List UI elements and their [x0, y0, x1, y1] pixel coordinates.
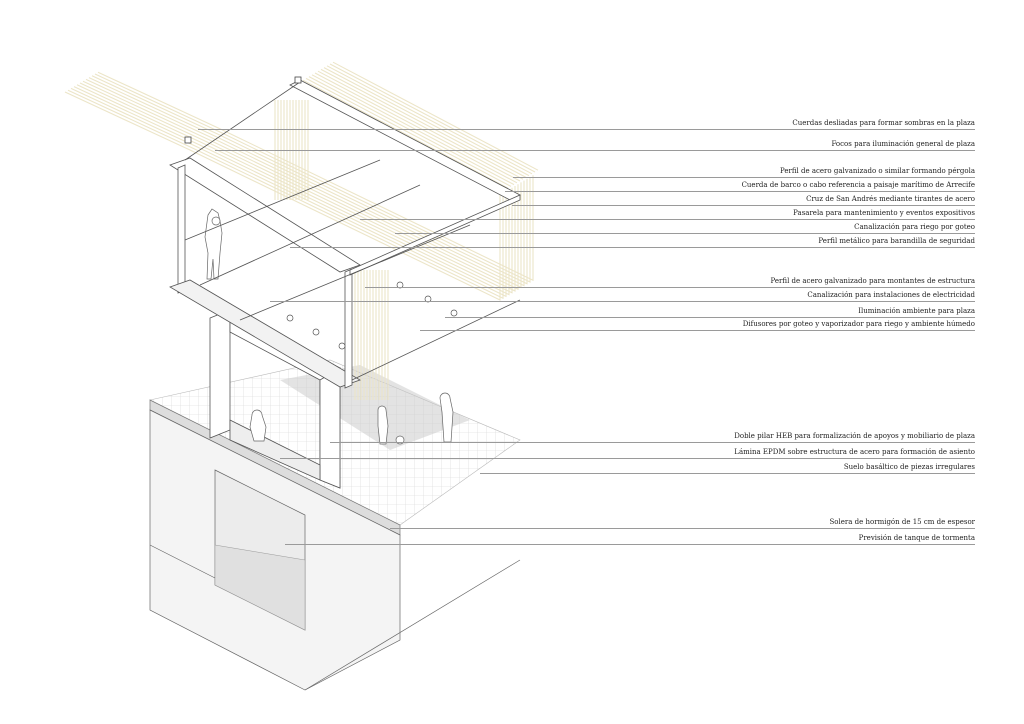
cord: [91, 65, 533, 285]
label-perfil-pergola: Perfil de acero galvanizado o similar fo…: [513, 167, 975, 178]
cord: [94, 63, 536, 283]
label-text: Difusores por goteo y vaporizador para r…: [742, 320, 975, 328]
label-text: Canalización para riego por goteo: [854, 223, 975, 231]
cord: [97, 61, 539, 282]
label-text: Iluminación ambiente para plaza: [858, 307, 975, 315]
label-lamina-epdm: Lámina EPDM sobre estructura de acero pa…: [280, 448, 975, 459]
label-suelo-basaltico: Suelo basáltico de piezas irregulares: [480, 463, 975, 474]
label-cruz-san-andres: Cruz de San Andrés mediante tirantes de …: [512, 195, 975, 206]
focos-icon: [184, 76, 302, 144]
label-barandilla: Perfil metálico para barandilla de segur…: [290, 237, 975, 248]
label-tanque-tormenta: Previsión de tanque de tormenta: [285, 534, 975, 545]
label-pasarela: Pasarela para mantenimiento y eventos ex…: [360, 209, 975, 220]
label-text: Doble pilar HEB para formalización de ap…: [734, 432, 975, 440]
label-text: Lámina EPDM sobre estructura de acero pa…: [734, 448, 975, 456]
label-cuerda-barco: Cuerda de barco o cabo referencia a pais…: [505, 181, 975, 192]
label-text: Focos para iluminación general de plaza: [831, 140, 975, 148]
label-text: Pasarela para mantenimiento y eventos ex…: [793, 209, 975, 217]
label-text: Cuerdas desliadas para formar sombras en…: [792, 119, 975, 127]
label-text: Solera de hormigón de 15 cm de espesor: [829, 518, 975, 526]
label-text: Perfil metálico para barandilla de segur…: [818, 237, 975, 245]
label-difusores: Difusores por goteo y vaporizador para r…: [420, 320, 975, 331]
label-montantes: Perfil de acero galvanizado para montant…: [365, 277, 975, 288]
ambient-lights: [286, 281, 458, 350]
label-cuerdas: Cuerdas desliadas para formar sombras en…: [198, 119, 975, 130]
label-riego: Canalización para riego por goteo: [395, 223, 975, 234]
label-text: Cruz de San Andrés mediante tirantes de …: [806, 195, 975, 203]
label-iluminacion-ambiente: Iluminación ambiente para plaza: [445, 307, 975, 318]
label-doble-pilar: Doble pilar HEB para formalización de ap…: [330, 432, 975, 443]
label-text: Suelo basáltico de piezas irregulares: [843, 463, 975, 471]
label-text: Cuerda de barco o cabo referencia a pais…: [741, 181, 975, 189]
label-text: Canalización para instalaciones de elect…: [807, 291, 975, 299]
label-focos: Focos para iluminación general de plaza: [215, 140, 975, 151]
label-text: Previsión de tanque de tormenta: [858, 534, 975, 542]
label-text: Perfil de acero galvanizado para montant…: [770, 277, 975, 285]
label-text: Perfil de acero galvanizado o similar fo…: [779, 167, 975, 175]
pergola-frame: [169, 79, 521, 389]
label-electricidad: Canalización para instalaciones de elect…: [270, 291, 975, 302]
tank-water: [214, 544, 306, 631]
label-solera: Solera de hormigón de 15 cm de espesor: [390, 518, 975, 529]
